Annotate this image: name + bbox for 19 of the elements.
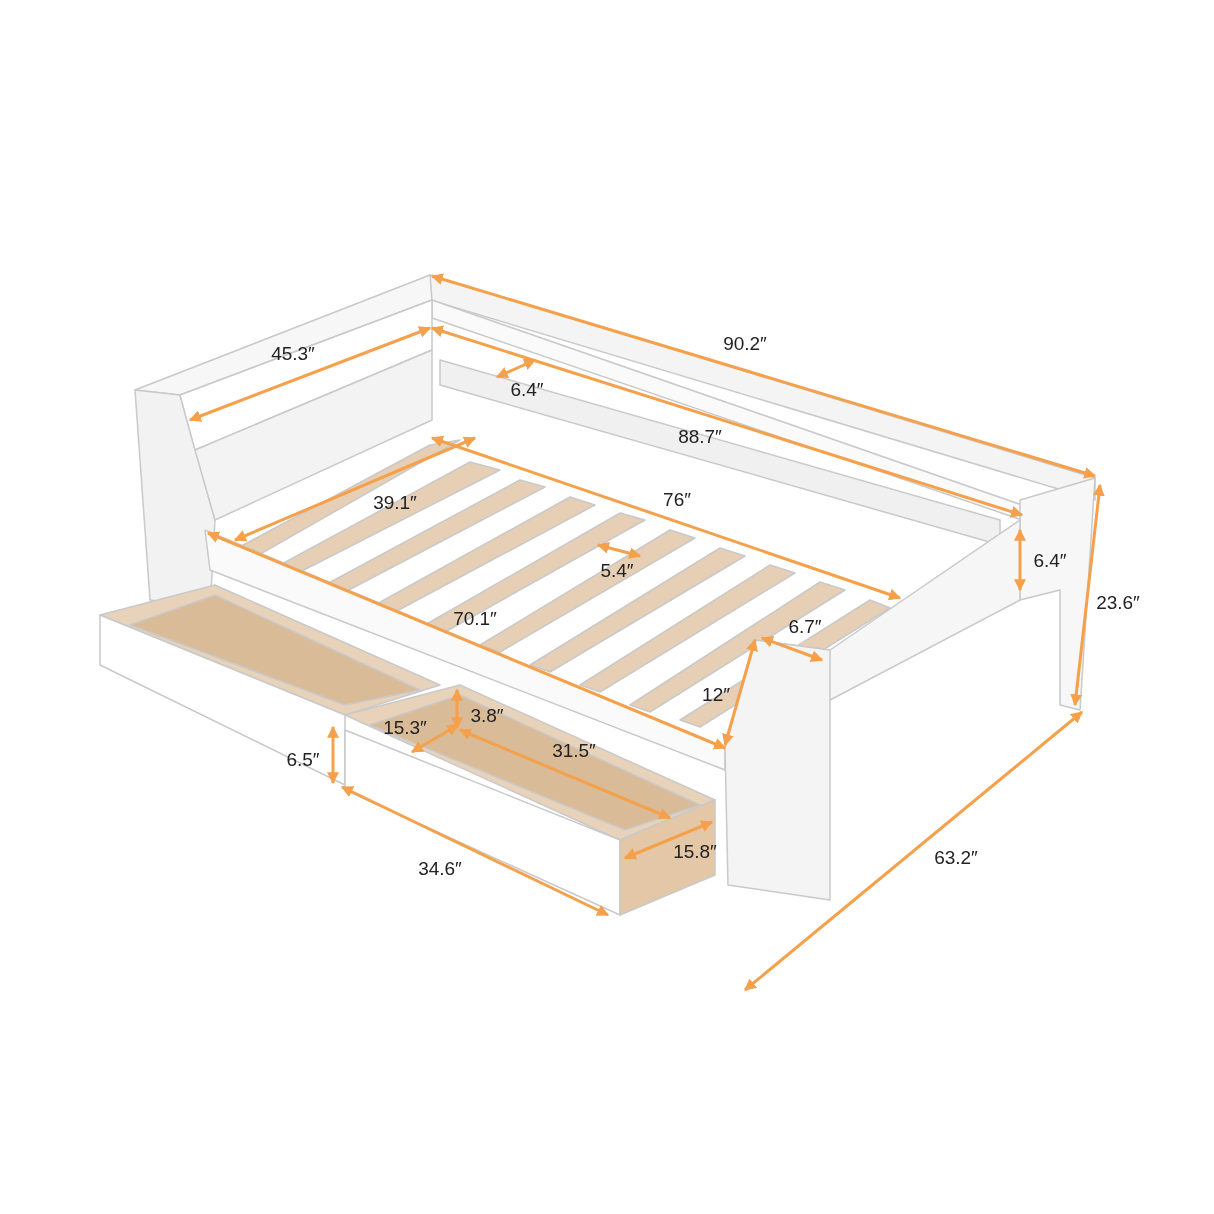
dimension-label: 12″ [702,684,730,704]
dimension-label: 76″ [663,489,691,509]
dimension-label: 63.2″ [934,847,978,867]
dimension-label: 15.8″ [673,841,717,861]
dimension-label: 34.6″ [418,858,462,878]
dimension-label: 70.1″ [453,608,497,628]
dimension-label: 23.6″ [1096,592,1140,612]
dimension-label: 6.5″ [286,749,320,769]
dimension-label: 88.7″ [678,426,722,446]
dimension-label: 5.4″ [600,560,634,580]
dimension-label: 6.4″ [510,379,544,399]
dimension-label: 6.7″ [788,616,822,636]
dimension-label: 15.3″ [383,717,427,737]
dimension-label: 31.5″ [552,740,596,760]
dimension-label: 39.1″ [373,492,417,512]
dimension-label: 90.2″ [723,333,767,353]
dimension-label: 6.4″ [1033,550,1067,570]
dimension-label: 3.8″ [470,705,504,725]
dimension-label: 45.3″ [271,343,315,363]
